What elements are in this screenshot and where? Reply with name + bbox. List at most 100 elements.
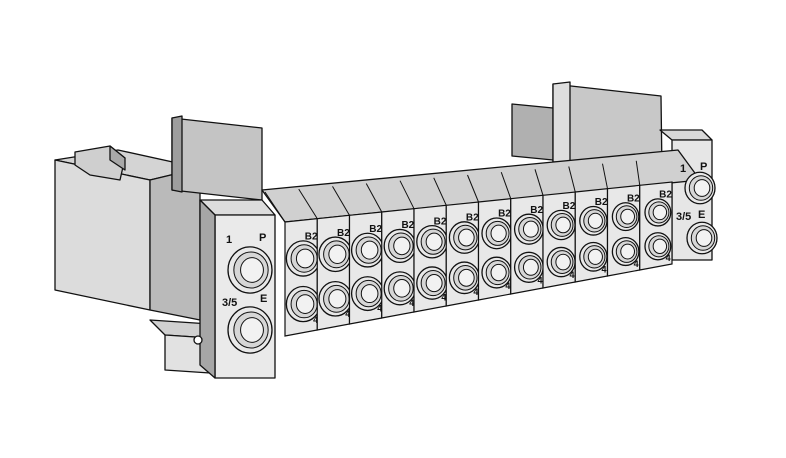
- port-a-fitting-bore: [522, 258, 539, 276]
- port-a-label: 4: [473, 287, 478, 297]
- port-a-fitting-bore: [587, 248, 603, 265]
- valve-station: B2 4: [399, 180, 449, 313]
- port-a-fitting: [579, 241, 608, 272]
- port-b-fitting: [448, 221, 481, 254]
- station-top-divider: [635, 160, 641, 186]
- port-a-fitting-bore: [620, 243, 636, 260]
- port-b-fitting-bore: [522, 220, 539, 238]
- port-b-fitting: [481, 217, 512, 250]
- port-b-label: B2: [401, 220, 414, 231]
- valve-station: B2 4: [568, 166, 609, 283]
- port-b-fitting: [546, 209, 576, 241]
- right-exhaust-fitting: [686, 221, 718, 255]
- station-top-divider: [602, 163, 608, 189]
- station-top-divider: [500, 171, 512, 199]
- right-port-1-label: 1: [680, 163, 686, 175]
- port-b-label: B2: [563, 201, 576, 212]
- left-exhaust-fitting: [227, 306, 273, 354]
- port-b-fitting: [579, 205, 608, 236]
- left-port-1-label: 1: [226, 234, 232, 246]
- port-b-fitting-bore: [458, 228, 475, 247]
- port-b-label: B2: [627, 193, 640, 204]
- port-b-label: B2: [434, 216, 447, 227]
- station-top-divider: [399, 180, 415, 209]
- station-top-divider: [467, 174, 479, 203]
- right-port-e-label: E: [698, 209, 705, 221]
- port-b-label: B2: [659, 190, 672, 201]
- port-a-fitting-bore: [360, 284, 379, 304]
- valve-station: B2 4: [332, 186, 385, 325]
- port-a-label: 4: [602, 264, 607, 274]
- port-a-label: 4: [409, 298, 414, 308]
- port-b-label: B2: [498, 209, 511, 220]
- left-endplate-side: [199, 199, 216, 379]
- station-top-divider: [433, 177, 447, 206]
- right-supply-fitting-bore: [693, 179, 711, 197]
- port-b-fitting-bore: [587, 212, 603, 229]
- port-b-label: B2: [369, 224, 382, 235]
- port-b-label: B2: [305, 232, 318, 243]
- port-b-fitting: [513, 213, 544, 245]
- right-port-35-label: 3/5: [676, 211, 691, 223]
- right-bracket-edge: [552, 81, 571, 163]
- left-top-tab-side: [109, 145, 126, 171]
- left-port-e-label: E: [260, 293, 267, 305]
- port-b-fitting: [318, 236, 353, 273]
- left-port-35-label: 3/5: [222, 297, 237, 309]
- port-b-fitting-bore: [490, 224, 507, 243]
- right-port-p-label: P: [700, 161, 707, 173]
- port-a-label: 4: [634, 259, 639, 269]
- left-bracket-edge: [171, 115, 183, 193]
- left-supply-fitting-bore: [240, 257, 264, 283]
- right-endplate-top: [659, 129, 713, 141]
- port-a-label: 4: [537, 276, 542, 286]
- port-a-label: 4: [505, 281, 510, 291]
- port-a-fitting-bore: [555, 253, 571, 271]
- station-top-divider: [332, 186, 350, 216]
- valve-station: B2 4: [602, 163, 641, 277]
- station-top-divider: [264, 191, 286, 223]
- port-a-label: 4: [377, 304, 382, 314]
- endplate-labels: 1 P 3/5 E 1 P 3/5 E: [222, 161, 707, 309]
- port-b-fitting-bore: [295, 248, 315, 269]
- valve-station: B2 4: [433, 177, 481, 307]
- valve-station: B2 4: [500, 171, 544, 295]
- station-top-divider: [568, 166, 576, 193]
- port-a-fitting-bore: [490, 263, 507, 282]
- station-top-divider: [365, 183, 383, 213]
- port-b-fitting-bore: [620, 208, 636, 225]
- port-b-label: B2: [595, 197, 608, 208]
- port-a-fitting-bore: [652, 238, 668, 255]
- valve-station: B2 4: [298, 188, 353, 331]
- port-b-fitting-bore: [555, 216, 571, 234]
- port-b-fitting-bore: [652, 204, 668, 221]
- port-a-fitting-bore: [393, 279, 411, 298]
- port-a-fitting: [350, 276, 385, 312]
- port-b-fitting: [285, 240, 321, 277]
- port-a-fitting: [546, 246, 576, 278]
- port-a-fitting: [285, 285, 321, 323]
- port-a-label: 4: [441, 292, 446, 302]
- port-b-label: B2: [466, 213, 479, 224]
- left-supply-fitting: [227, 246, 273, 294]
- port-b-label: B2: [337, 228, 350, 239]
- port-a-fitting-bore: [295, 294, 315, 314]
- port-b-fitting-bore: [425, 232, 443, 251]
- right-bracket-step: [511, 103, 554, 161]
- port-a-fitting: [481, 256, 512, 289]
- port-a-fitting: [513, 251, 544, 283]
- endplate-fittings: [227, 171, 718, 354]
- port-a-label: 4: [345, 309, 350, 319]
- port-b-fitting: [383, 228, 417, 264]
- port-a-fitting: [611, 236, 640, 267]
- left-foot-hole: [193, 335, 203, 345]
- port-b-fitting: [644, 198, 672, 227]
- port-a-fitting: [318, 280, 353, 317]
- port-a-fitting-bore: [425, 273, 443, 293]
- right-supply-fitting: [684, 171, 716, 205]
- valve-station: B24: [264, 191, 321, 337]
- port-b-fitting: [416, 224, 449, 259]
